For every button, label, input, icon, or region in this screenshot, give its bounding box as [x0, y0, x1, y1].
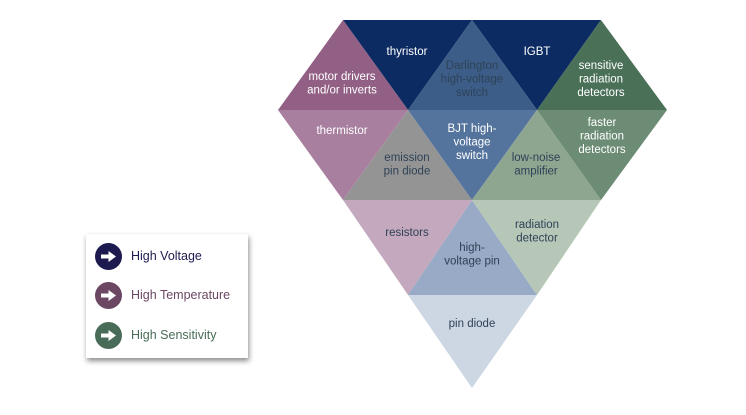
- label-high-voltage-pin: high-voltage pin: [444, 242, 500, 268]
- triangle-navy-right: [472, 20, 601, 110]
- label-line: Darlington: [446, 60, 498, 72]
- label-line: radiation: [515, 219, 559, 231]
- label-line: thermistor: [316, 125, 367, 137]
- label-line: voltage: [453, 137, 490, 149]
- label-line: detectors: [578, 144, 626, 156]
- label-line: IGBT: [524, 46, 551, 58]
- label-line: pin diode: [384, 166, 431, 178]
- label-line: BJT high-: [447, 123, 496, 135]
- triangle-emission-pin-diode: [343, 110, 472, 200]
- label-line: voltage pin: [444, 256, 500, 268]
- arrow-right-icon: [95, 281, 122, 309]
- label-low-noise-amplifier: low-noise amplifier: [512, 152, 561, 178]
- triangle-radiation-detector: [472, 200, 601, 295]
- label-line: and/or inverts: [307, 85, 377, 97]
- legend-item-high-temperature: High Temperature: [95, 280, 230, 310]
- label-line: emission: [384, 152, 429, 164]
- label-line: low-noise: [512, 152, 561, 164]
- label-line: amplifier: [514, 166, 558, 178]
- triangle-resistors: [343, 200, 472, 295]
- triangle-bjt: [408, 110, 537, 200]
- label-line: switch: [456, 150, 488, 162]
- label-line: radiation: [579, 74, 623, 86]
- legend-label: High Sensitivity: [131, 328, 217, 342]
- triangle-faster-radiation-detectors: [537, 110, 667, 200]
- label-line: high-voltage: [441, 74, 504, 86]
- label-thermistor: thermistor: [316, 125, 367, 137]
- legend: High Voltage High Temperature High Sensi…: [86, 234, 248, 358]
- legend-item-high-sensitivity: High Sensitivity: [95, 320, 216, 350]
- label-radiation-detector: radiation detector: [515, 219, 559, 245]
- triangle-motor-drivers: [278, 20, 408, 110]
- label-emission-pin-diode: emission pin diode: [384, 152, 431, 178]
- label-thyristor: thyristor: [387, 46, 428, 58]
- triangle-pin-diode: [408, 295, 537, 388]
- arrow-right-icon: [95, 321, 122, 349]
- triangle-high-voltage-pin: [408, 200, 537, 295]
- triangle-darlington: [408, 20, 537, 110]
- label-line: radiation: [580, 131, 624, 143]
- label-line: detector: [516, 233, 558, 245]
- label-line: faster: [588, 117, 617, 129]
- arrow-right-icon: [95, 242, 122, 270]
- label-line: thyristor: [387, 46, 428, 58]
- label-motor-drivers: motor drivers and/or inverts: [307, 71, 377, 97]
- legend-item-high-voltage: High Voltage: [95, 241, 202, 271]
- legend-label: High Voltage: [131, 249, 202, 263]
- label-line: motor drivers: [308, 71, 375, 83]
- label-igbt: IGBT: [524, 46, 551, 58]
- label-line: pin diode: [449, 318, 496, 330]
- label-pin-diode: pin diode: [449, 318, 496, 330]
- triangle-low-noise-amplifier: [472, 110, 601, 200]
- triangle-sensitive-radiation-detectors: [537, 20, 667, 110]
- label-line: detectors: [577, 87, 625, 99]
- label-resistors: resistors: [385, 227, 429, 239]
- label-line: sensitive: [579, 60, 624, 72]
- triangle-thermistor: [278, 110, 408, 200]
- label-line: switch: [456, 87, 488, 99]
- label-line: resistors: [385, 227, 429, 239]
- triangle-navy-left: [343, 20, 472, 110]
- legend-label: High Temperature: [131, 288, 231, 302]
- label-line: high-: [459, 242, 485, 254]
